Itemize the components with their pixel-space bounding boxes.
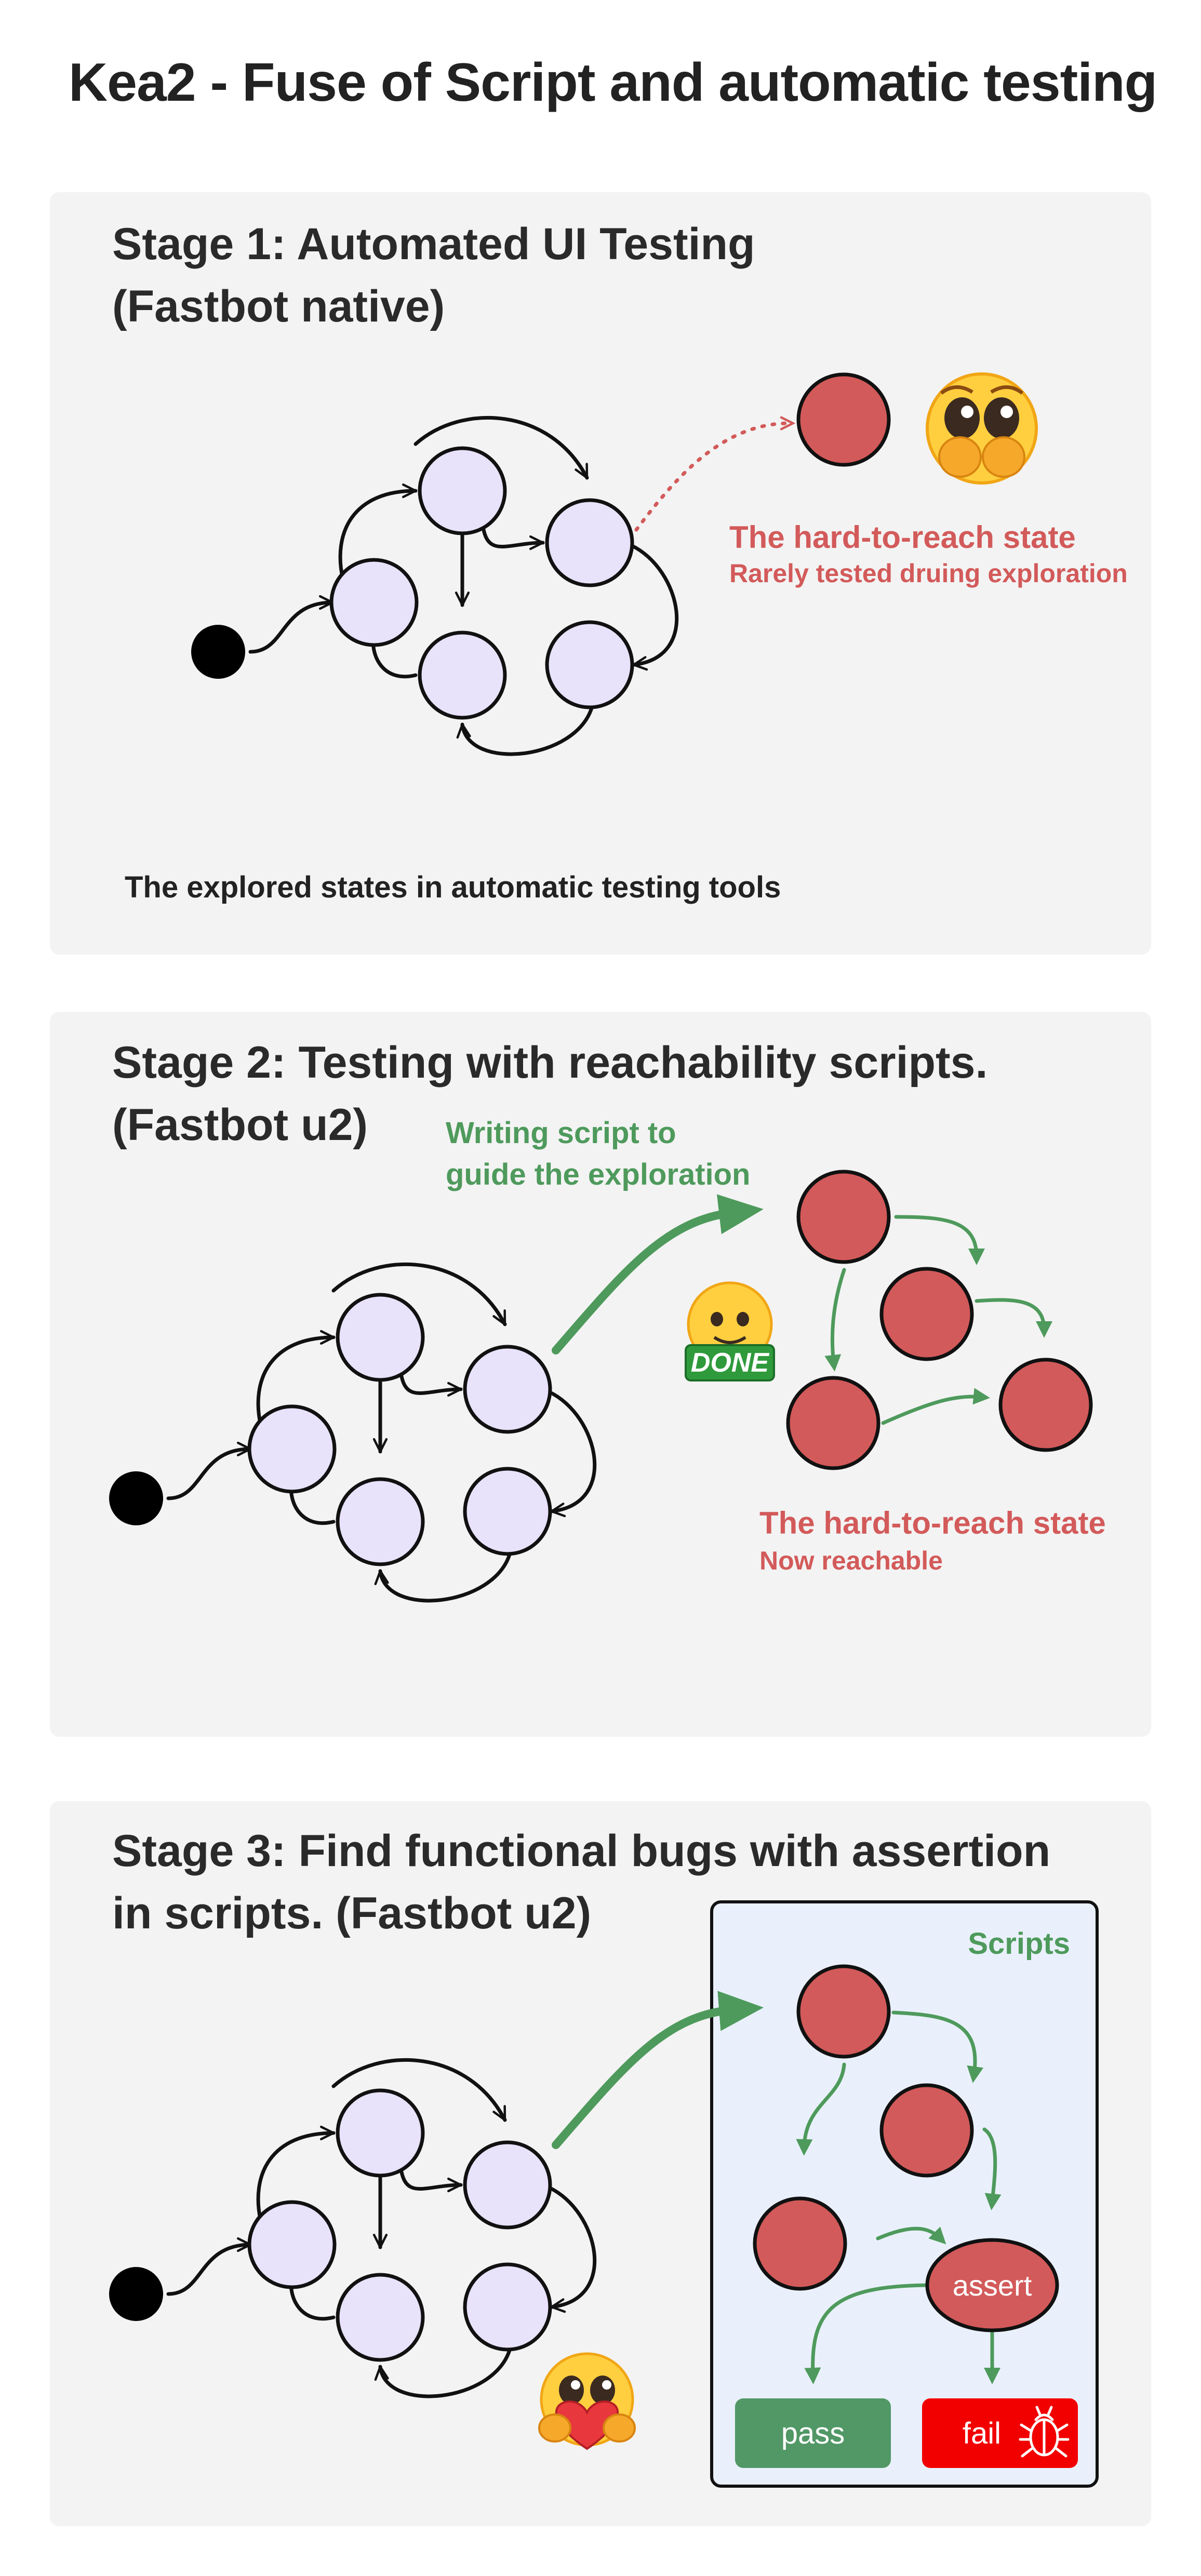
- heart-hug-face-icon: [538, 2352, 636, 2450]
- stage3-script-arrow: [552, 1991, 764, 2149]
- stage2-exploration-graph: [109, 1264, 595, 1601]
- stage3-title: Stage 3: Find functional bugs with asser…: [112, 1826, 1051, 1938]
- stage2-hard-state-subtitle: Now reachable: [759, 1546, 943, 1575]
- stage1-exploration-graph: [191, 418, 677, 754]
- pass-label: pass: [781, 2417, 845, 2450]
- stage1-hard-state-node: [796, 372, 891, 467]
- stage3-exploration-graph: [109, 2060, 595, 2396]
- stage1-dotted-link: [634, 416, 796, 532]
- stage2-script-note-line2: guide the exploration: [446, 1158, 751, 1191]
- page-title: Kea2 - Fuse of Script and automatic test…: [69, 52, 1157, 113]
- stage2-hard-state-title: The hard-to-reach state: [759, 1506, 1106, 1540]
- scripts-box: [710, 1900, 1099, 2488]
- done-emoji-text: DONE: [691, 1348, 770, 1378]
- crying-face-icon: [926, 372, 1038, 485]
- assert-label: assert: [953, 2269, 1032, 2302]
- stage2-title: Stage 2: Testing with reachability scrip…: [112, 1038, 988, 1150]
- stage1-hard-state-title: The hard-to-reach state: [729, 520, 1076, 555]
- stage3-script-graph: assert: [753, 1964, 1059, 2384]
- assert-node: [925, 2238, 1059, 2332]
- stage2-script-note-line1: Writing script to: [446, 1116, 676, 1150]
- pass-box: pass: [735, 2398, 891, 2468]
- stage1-hard-state-subtitle: Rarely tested druing exploration: [729, 559, 1128, 588]
- stage1-caption: The explored states in automatic testing…: [125, 870, 781, 904]
- fail-label: fail: [963, 2417, 1001, 2450]
- scripts-label: Scripts: [968, 1927, 1070, 1961]
- stage2-script-arrow: [552, 1194, 764, 1354]
- fail-box: fail: [922, 2398, 1078, 2468]
- bug-icon: [1019, 2406, 1070, 2458]
- stage1-title: Stage 1: Automated UI Testing (Fastbot n…: [112, 219, 755, 331]
- stage2-reachable-graph: [786, 1170, 1093, 1470]
- stage2-panel: Stage 2: Testing with reachability scrip…: [50, 1012, 1151, 1737]
- done-face-icon: DONE: [685, 1281, 775, 1381]
